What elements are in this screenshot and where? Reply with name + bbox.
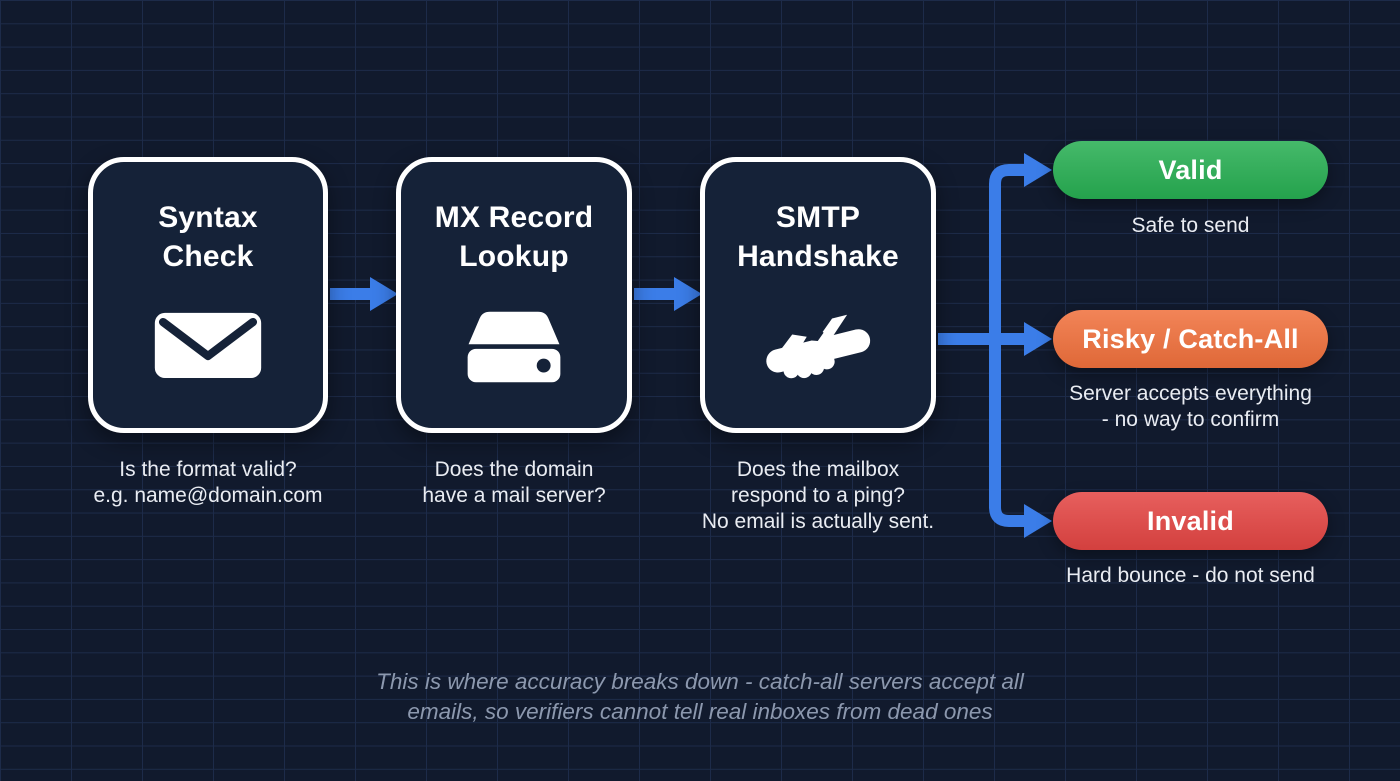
hard-drive-icon bbox=[401, 308, 627, 386]
step-box-mx-record-lookup: MX Record Lookup bbox=[396, 157, 632, 433]
envelope-icon bbox=[93, 308, 323, 382]
outcome-label: Invalid bbox=[1147, 505, 1234, 536]
arrow-step2-step3 bbox=[634, 277, 702, 311]
branch-valid-arrow bbox=[989, 153, 1052, 339]
outcome-label: Valid bbox=[1158, 154, 1223, 185]
outcome-pill-invalid: Invalid bbox=[1053, 492, 1328, 550]
step-caption: Is the format valid? e.g. name@domain.co… bbox=[93, 458, 323, 507]
footnote-text: This is where accuracy breaks down - cat… bbox=[376, 669, 1024, 724]
step-title: MX Record Lookup bbox=[434, 201, 594, 273]
step-box-smtp-handshake: SMTP Handshake bbox=[700, 157, 936, 433]
arrow-step1-step2 bbox=[330, 277, 398, 311]
outcome-pill-valid: Valid bbox=[1053, 141, 1328, 199]
handshake-icon bbox=[705, 308, 931, 388]
outcome-caption: Hard bounce - do not send bbox=[1066, 564, 1315, 587]
outcome-caption: Safe to send bbox=[1131, 214, 1250, 237]
step-caption: Does the mailbox respond to a ping? No e… bbox=[701, 458, 935, 533]
step-title: SMTP Handshake bbox=[737, 201, 899, 273]
branch-risky-arrow bbox=[938, 322, 1052, 356]
outcome-pill-risky-catch-all: Risky / Catch-All bbox=[1053, 310, 1328, 368]
outcome-label: Risky / Catch-All bbox=[1082, 323, 1299, 354]
outcome-caption: Server accepts everything - no way to co… bbox=[1069, 382, 1312, 431]
step-box-syntax-check: Syntax Check bbox=[88, 157, 328, 433]
branch-invalid-arrow bbox=[989, 339, 1052, 538]
step-title: Syntax Check bbox=[158, 201, 258, 273]
step-caption: Does the domain have a mail server? bbox=[422, 458, 606, 507]
